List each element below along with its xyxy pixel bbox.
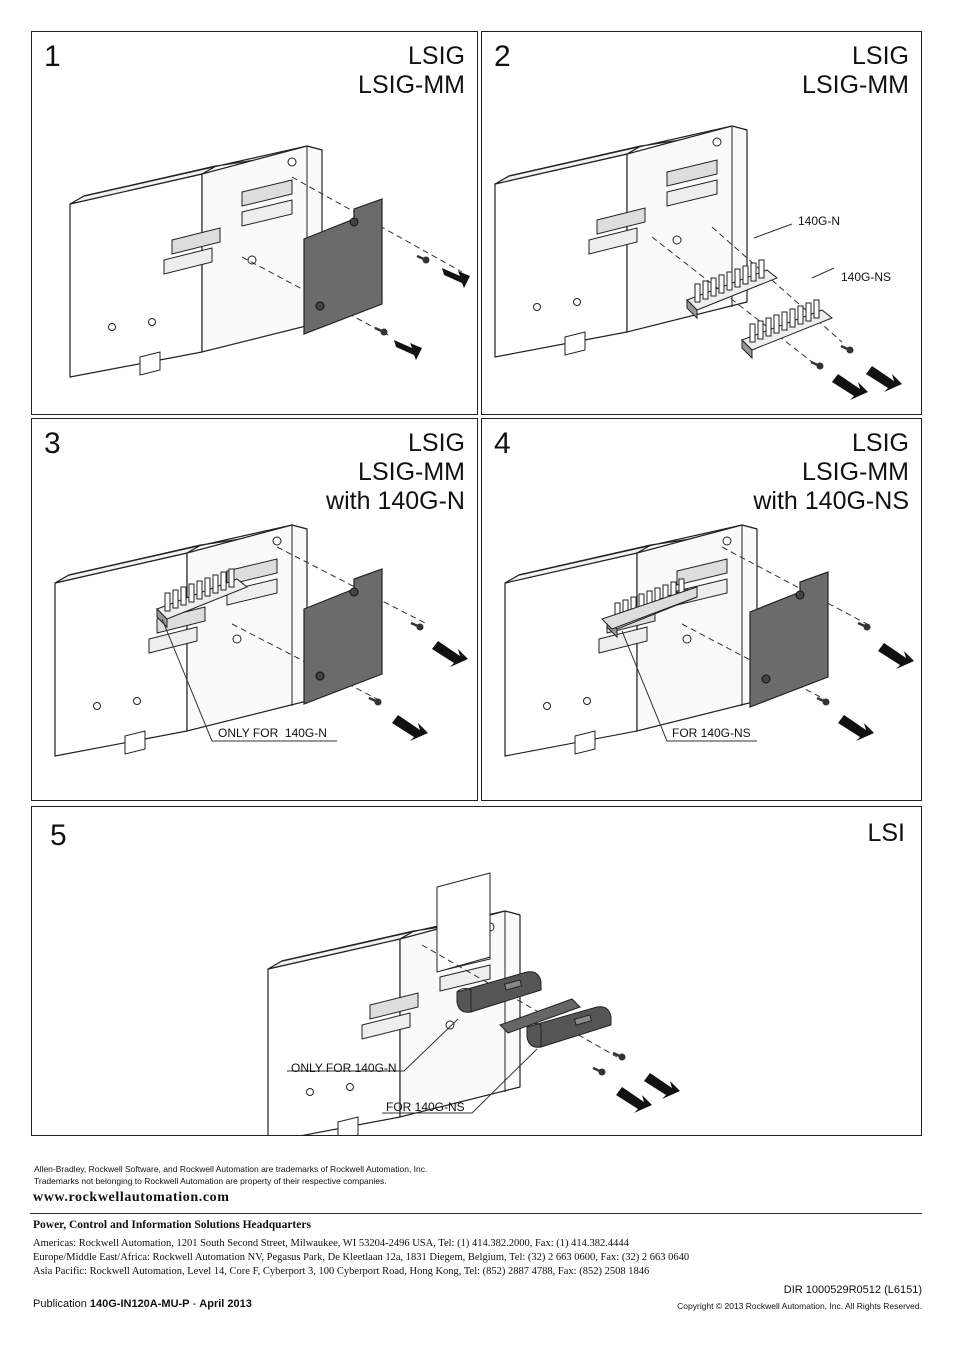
step-number: 2 (494, 40, 511, 73)
publication-line: Publication 140G-IN120A-MU-P - April 201… (33, 1298, 252, 1310)
publication-date: April 2013 (199, 1298, 252, 1310)
headquarters-heading: Power, Control and Information Solutions… (33, 1219, 311, 1231)
step-number: 1 (44, 40, 61, 73)
step-number: 3 (44, 427, 61, 460)
callout-for-140g-ns: FOR 140G-NS (386, 1100, 465, 1114)
step-3-illustration: ONLY FOR 140G-N (54, 524, 468, 757)
address-asia: Asia Pacific: Rockwell Automation, Level… (33, 1266, 650, 1277)
step-panel-3: 3 LSIG LSIG-MM with 140G-N ONLY FOR 140G… (31, 418, 478, 801)
trademark-line-2: Trademarks not belonging to Rockwell Aut… (34, 1176, 387, 1186)
address-americas: Americas: Rockwell Automation, 1201 Sout… (33, 1238, 629, 1249)
copyright: Copyright © 2013 Rockwell Automation, In… (677, 1301, 922, 1311)
label-140g-n: 140G-N (798, 214, 840, 228)
website-link[interactable]: www.rockwellautomation.com (33, 1190, 230, 1205)
step-panel-1: 1 LSIG LSIG-MM (31, 31, 478, 415)
step-number: 5 (50, 819, 67, 852)
callout-only-for-140g-n: ONLY FOR 140G-N (218, 726, 327, 740)
publication-code: 140G-IN120A-MU-P (89, 1298, 190, 1310)
step-panel-2: 2 LSIG LSIG-MM 140G-N 140G-NS (481, 31, 922, 415)
step-1-illustration (69, 145, 470, 378)
callout-for-140g-ns: FOR 140G-NS (672, 726, 751, 740)
step-panel-4: 4 LSIG LSIG-MM with 140G-NS FOR 140G-NS (481, 418, 922, 801)
callout-only-for-140g-n: ONLY FOR 140G-N (291, 1061, 397, 1075)
address-emea: Europe/Middle East/Africa: Rockwell Auto… (33, 1252, 690, 1263)
step-panel-5: 5 LSI ONLY FOR 140G-N FOR 140G-NS (31, 806, 922, 1136)
model-label: LSIG LSIG-MM with 140G-NS (753, 429, 909, 515)
document-id: DIR 1000529R0512 (L6151) (783, 1284, 922, 1296)
step-4-illustration: FOR 140G-NS (504, 524, 914, 757)
step-5-illustration: ONLY FOR 140G-N FOR 140G-NS (267, 872, 680, 1135)
trademark-line-1: Allen-Bradley, Rockwell Software, and Ro… (34, 1164, 428, 1174)
step-number: 4 (494, 427, 511, 460)
model-label: LSIG LSIG-MM with 140G-N (326, 429, 465, 515)
step-2-illustration: 140G-N 140G-NS (494, 125, 902, 400)
model-label: LSI (867, 819, 905, 847)
label-140g-ns: 140G-NS (841, 270, 891, 284)
model-label: LSIG LSIG-MM (802, 42, 909, 99)
model-label: LSIG LSIG-MM (358, 42, 465, 99)
footer-divider (30, 1213, 922, 1214)
